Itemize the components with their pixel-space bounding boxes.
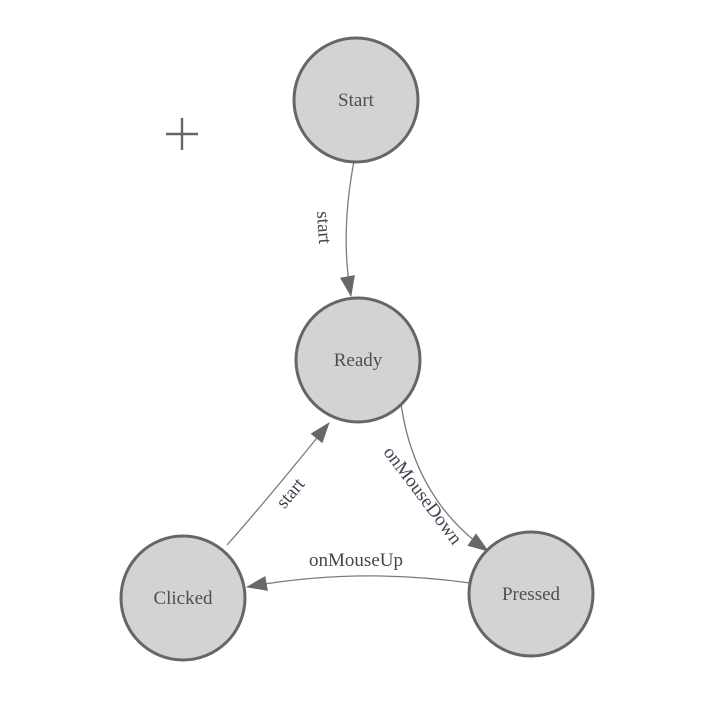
state-label-pressed: Pressed xyxy=(502,584,561,605)
node-pressed[interactable]: Pressed xyxy=(467,530,595,658)
edge-line-ready-to-pressed[interactable] xyxy=(400,403,489,552)
edge-label-onmouseup: onMouseUp xyxy=(309,550,403,571)
edge-label-onmousedown: onMouseDown xyxy=(379,443,467,550)
edge-start-to-ready[interactable]: start xyxy=(312,160,355,298)
edge-pressed-to-clicked[interactable]: onMouseUp xyxy=(245,550,471,591)
node-ready[interactable]: Ready xyxy=(294,296,422,424)
state-circle-ready[interactable] xyxy=(294,296,422,424)
state-circle-start[interactable] xyxy=(292,36,420,164)
edge-label-start-1: start xyxy=(312,211,335,246)
state-circle-pressed[interactable] xyxy=(467,530,595,658)
edge-label-start-2: start xyxy=(272,474,310,513)
state-circle-clicked[interactable] xyxy=(119,534,247,662)
node-start[interactable]: Start xyxy=(292,36,420,164)
edge-line-start-to-ready[interactable] xyxy=(340,160,355,298)
state-label-ready: Ready xyxy=(334,350,383,371)
edge-line-pressed-to-clicked[interactable] xyxy=(245,575,471,591)
crosshair-plus-icon xyxy=(166,118,198,150)
state-label-start: Start xyxy=(338,90,375,111)
edge-line-clicked-to-ready[interactable] xyxy=(226,422,330,546)
node-clicked[interactable]: Clicked xyxy=(119,534,247,662)
edge-clicked-to-ready[interactable]: start xyxy=(226,422,330,546)
state-label-clicked: Clicked xyxy=(153,588,213,609)
edge-ready-to-pressed[interactable]: onMouseDown xyxy=(379,403,489,552)
